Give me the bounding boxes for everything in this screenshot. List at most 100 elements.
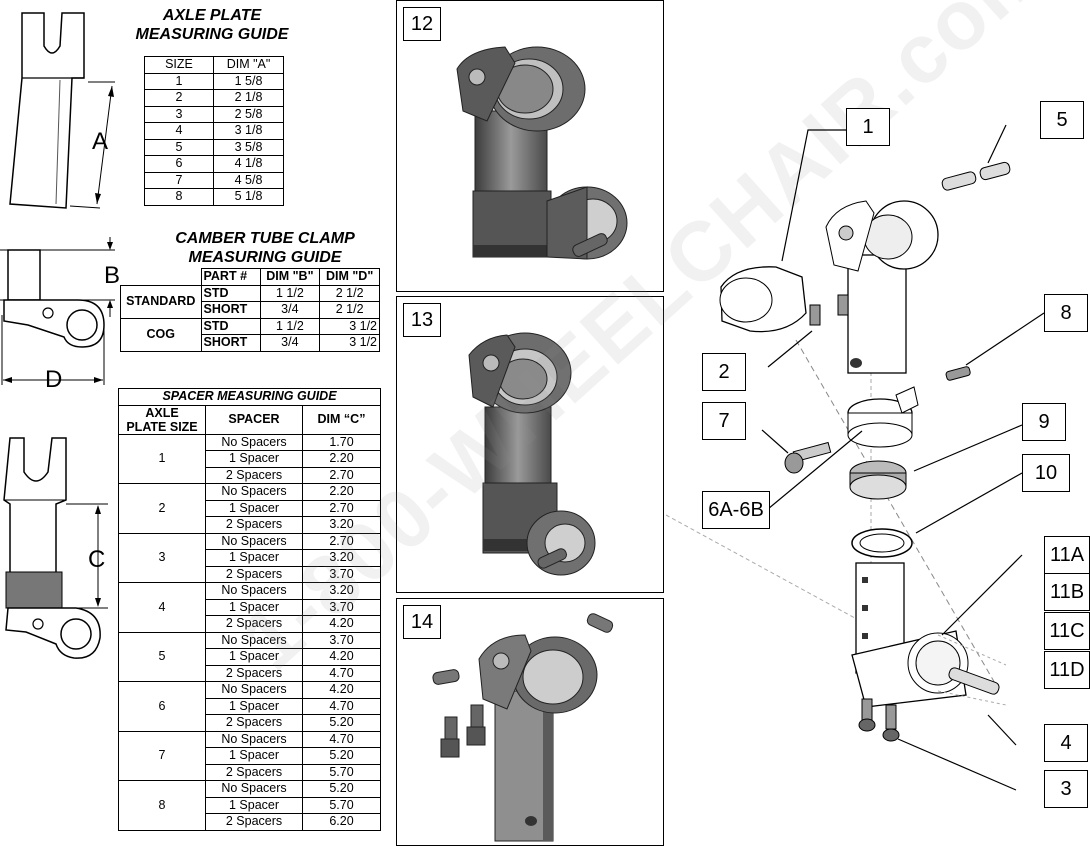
spacer-count: 2 Spacers (205, 466, 303, 484)
spacer-count: No Spacers (205, 780, 303, 798)
spacer-plate-size: 3 (118, 532, 206, 583)
dim-c-value: 4.70 (302, 697, 381, 715)
dim-c-value: 5.70 (302, 763, 381, 781)
callout-6a-6b: 6A-6B (702, 491, 770, 529)
dim-a-label: A (92, 128, 109, 155)
panel-14: 14 (396, 598, 664, 846)
panel-14-number: 14 (403, 605, 441, 639)
cell: 3 1/2 (319, 317, 380, 335)
cell: 5 1/8 (213, 188, 284, 206)
dim-c-value: 2.70 (302, 532, 381, 550)
spacer-count: 1 Spacer (205, 450, 303, 468)
callout-10: 10 (1022, 454, 1070, 492)
cell: 4 5/8 (213, 171, 284, 189)
spacer-count: No Spacers (205, 532, 303, 550)
cell: 8 (144, 188, 214, 206)
callout-3: 3 (1044, 770, 1088, 808)
cell: 2 (144, 89, 214, 107)
cell: 2 5/8 (213, 105, 284, 123)
callout-11d: 11D (1044, 651, 1090, 689)
spacer-plate-size: 1 (118, 433, 206, 484)
spacer-plate-size: 8 (118, 780, 206, 831)
cell: 2 1/2 (319, 284, 380, 302)
cell (120, 268, 202, 286)
spacer-count: 2 Spacers (205, 516, 303, 534)
camber-table: PART # DIM "B" DIM "D" STANDARD STD 1 1/… (120, 268, 380, 352)
spacer-count: No Spacers (205, 433, 303, 451)
cell: STD (200, 284, 261, 302)
cell: 3 1/8 (213, 122, 284, 140)
dim-c-value: 2.70 (302, 466, 381, 484)
dim-c-value: 4.70 (302, 664, 381, 682)
cell: 3 5/8 (213, 138, 284, 156)
dim-c-value: 5.20 (302, 747, 381, 765)
dim-c-value: 2.20 (302, 450, 381, 468)
spacer-guide-title: SPACER MEASURING GUIDE (118, 388, 381, 406)
spacer-plate-size: 6 (118, 681, 206, 732)
axle-plate-drawing (9, 12, 115, 209)
callout-7: 7 (702, 402, 746, 440)
dim-c-value: 4.20 (302, 681, 381, 699)
spacer-count: No Spacers (205, 730, 303, 748)
cell: 7 (144, 171, 214, 189)
table-row: STANDARD STD 1 1/2 2 1/2 (120, 284, 380, 319)
cell: 1 1/2 (259, 284, 321, 302)
spacer-count: 2 Spacers (205, 813, 303, 831)
table-row: SHORT 3/4 2 1/2 (121, 301, 380, 319)
spacer-plate-size: 5 (118, 631, 206, 682)
spacer-header-spacer: SPACER (205, 404, 303, 435)
dim-c-value: 3.20 (302, 516, 381, 534)
camber-clamp-drawing (0, 237, 115, 385)
spacer-count: 2 Spacers (205, 714, 303, 732)
table-row: COG STD 1 1/2 3 1/2 (120, 317, 380, 352)
cell: 3/4 (259, 301, 321, 319)
camber-group-cog: COG (120, 317, 202, 352)
callout-11b: 11B (1044, 573, 1090, 611)
cell: 3 1/2 (319, 334, 380, 352)
exploded-view-drawing (666, 124, 1045, 791)
spacer-table: SPACER MEASURING GUIDE AXLE PLATE SIZE S… (118, 388, 381, 831)
dim-b-label: B (104, 262, 121, 289)
camber-header-part: PART # (200, 268, 261, 286)
spacer-count: 1 Spacer (205, 796, 303, 814)
cell: SHORT (200, 334, 261, 352)
spacer-plate-size: 4 (118, 582, 206, 633)
cell: 1 1/2 (259, 317, 321, 335)
axle-header-dim-a: DIM "A" (213, 56, 284, 74)
dim-c-value: 5.20 (302, 714, 381, 732)
spacer-count: No Spacers (205, 483, 303, 501)
spacer-count: No Spacers (205, 582, 303, 600)
callout-5: 5 (1040, 101, 1084, 139)
callout-11c: 11C (1044, 612, 1090, 650)
callout-4: 4 (1044, 724, 1088, 762)
cell: 5 (144, 138, 214, 156)
dim-c-label: C (88, 546, 106, 573)
spacer-header-size: AXLE PLATE SIZE (118, 404, 206, 435)
dim-d-label: D (45, 366, 63, 393)
spacer-count: 1 Spacer (205, 697, 303, 715)
camber-group-standard: STANDARD (120, 284, 202, 319)
spacer-count: 1 Spacer (205, 499, 303, 517)
callout-2: 2 (702, 353, 746, 391)
dim-c-value: 6.20 (302, 813, 381, 831)
table-row: SHORT 3/4 3 1/2 (121, 334, 380, 352)
cell: 4 1/8 (213, 155, 284, 173)
